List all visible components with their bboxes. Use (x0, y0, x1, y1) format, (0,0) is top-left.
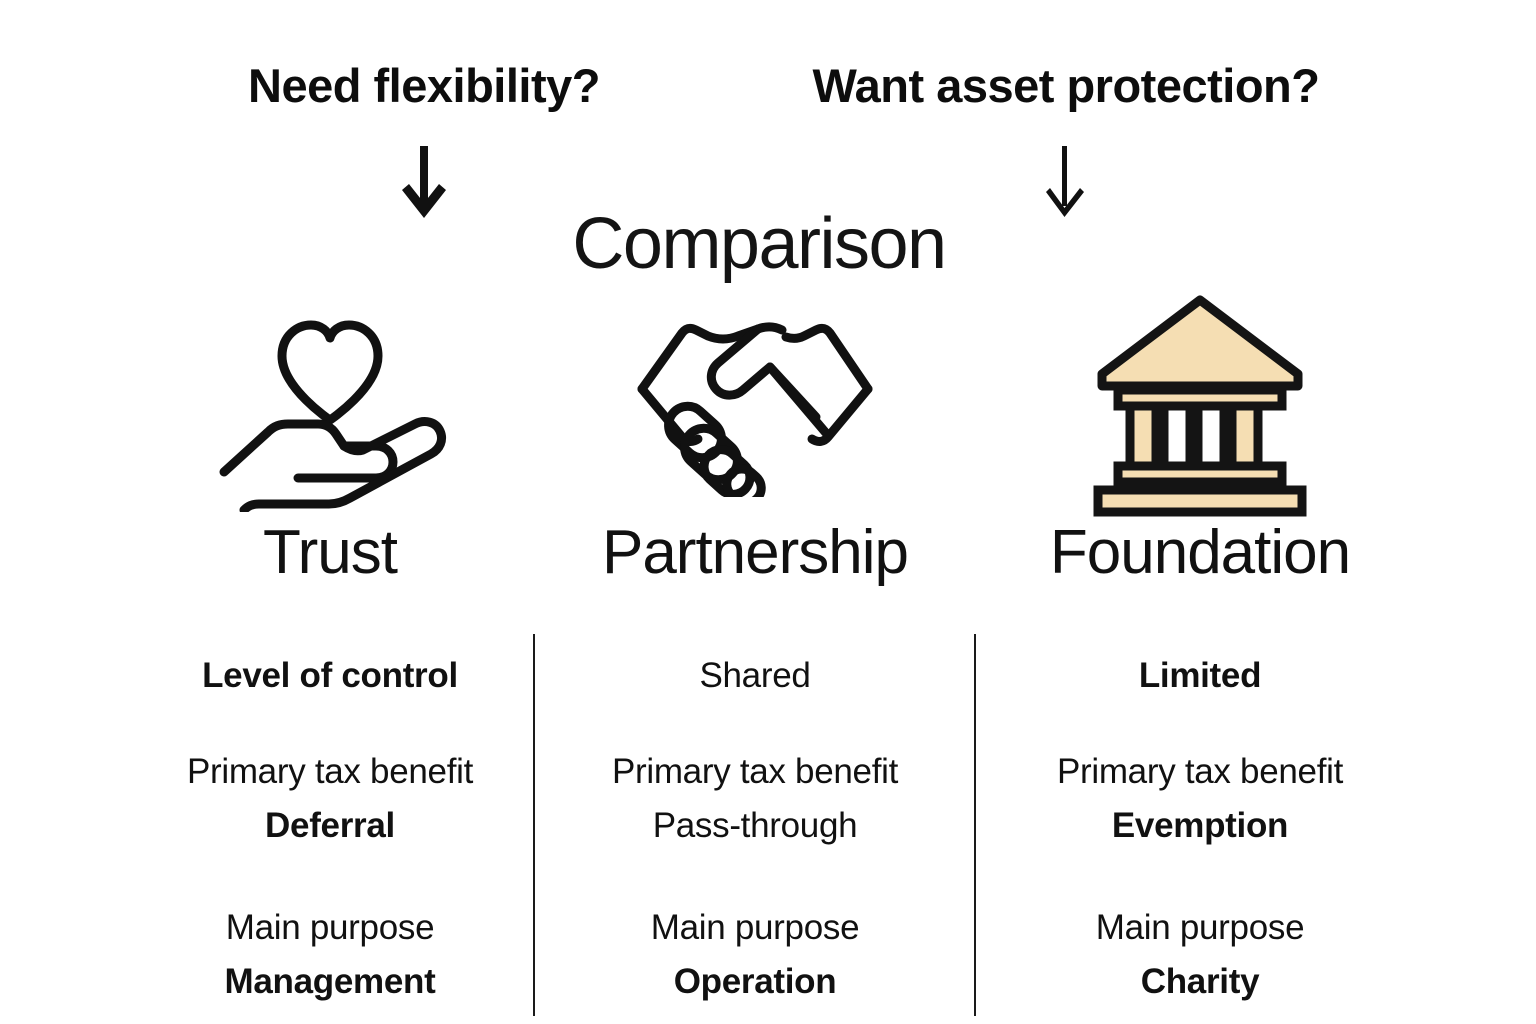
arrow-down-icon-left (398, 146, 450, 226)
column-title-foundation: Foundation (1049, 518, 1351, 587)
table-row: Main purpose Operation (555, 888, 955, 1018)
column-title-trust: Trust (263, 518, 398, 587)
column-divider-2 (974, 634, 976, 1016)
column-divider-1 (533, 634, 535, 1016)
table-row: Level of control (130, 636, 530, 730)
table-row: Primary tax benefit Deferral (130, 730, 530, 888)
rows-partnership: Shared Primary tax benefit Pass-through … (555, 636, 955, 1018)
cell-label: Primary tax benefit (611, 752, 899, 791)
cell-label: Limited (1138, 656, 1262, 695)
cell-value: Pass-through (652, 806, 858, 845)
table-row: Primary tax benefit Evemption (1000, 730, 1400, 888)
cell-label: Main purpose (650, 908, 860, 947)
heart-in-hand-icon (130, 286, 530, 518)
column-title-partnership: Partnership (601, 518, 909, 587)
cell-value: Deferral (265, 806, 395, 845)
question-left: Need flexibility? (248, 59, 600, 112)
page-title-text: Comparison (572, 204, 947, 284)
cell-label: Level of control (202, 656, 458, 695)
question-right: Want asset protection? (812, 59, 1320, 112)
table-row: Main purpose Charity (1000, 888, 1400, 1018)
table-row: Main purpose Management (130, 888, 530, 1018)
cell-value: Charity (1140, 962, 1260, 1001)
cell-label: Shared (699, 656, 811, 695)
column-partnership: Partnership (555, 286, 955, 584)
column-foundation: Foundation (1000, 286, 1400, 584)
cell-label: Primary tax benefit (1056, 752, 1344, 791)
table-row: Primary tax benefit Pass-through (555, 730, 955, 888)
handshake-icon (555, 286, 955, 518)
column-trust: Trust (130, 286, 530, 584)
rows-foundation: Limited Primary tax benefit Evemption Ma… (1000, 636, 1400, 1018)
table-row: Shared (555, 636, 955, 730)
cell-value: Management (224, 962, 436, 1001)
cell-value: Evemption (1111, 806, 1289, 845)
cell-label: Main purpose (1095, 908, 1305, 947)
rows-trust: Level of control Primary tax benefit Def… (130, 636, 530, 1018)
cell-label: Primary tax benefit (186, 752, 474, 791)
cell-label: Main purpose (225, 908, 435, 947)
cell-value: Operation (673, 962, 837, 1001)
bank-building-icon (1000, 286, 1400, 518)
arrow-down-icon-right (1039, 146, 1091, 226)
page-title: Comparison (0, 203, 1536, 285)
table-row: Limited (1000, 636, 1400, 730)
